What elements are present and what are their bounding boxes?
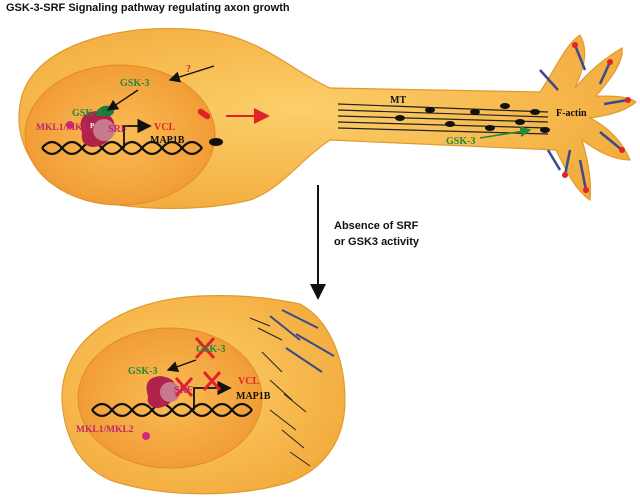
vcl-label: VCL <box>154 122 175 133</box>
gsk3-inactive-label: GSK-3 <box>196 344 225 355</box>
f-actin-filaments <box>269 309 335 373</box>
mt-label: MT <box>390 95 406 106</box>
srf-protein <box>160 382 180 402</box>
mkl-marker <box>142 432 150 440</box>
activation-arrow <box>168 65 215 83</box>
unknown-upstream-label: ? <box>186 64 191 75</box>
mkl-marker <box>66 121 74 129</box>
diagram-title: GSK-3-SRF Signaling pathway regulating a… <box>6 2 290 14</box>
vcl-product <box>197 108 211 120</box>
condition-caption-line2: or GSK3 activity <box>334 236 420 248</box>
dna-strand <box>91 402 253 418</box>
f-actin-fragments <box>249 317 311 467</box>
nucleus <box>24 64 216 206</box>
mkl-label: MKL1/MKL2 <box>76 425 134 435</box>
f-actin-filaments <box>539 44 629 191</box>
inhibition-x-gsk3 <box>194 336 216 360</box>
activation-arrow <box>166 359 197 372</box>
gsk3-cytoplasm-label: GSK-3 <box>120 78 149 89</box>
map1b-label: MAP1B <box>236 391 271 402</box>
gsk3-axon-label: GSK-3 <box>446 136 475 147</box>
srf-label: SRF <box>174 385 193 396</box>
vcl-label: VCL <box>238 376 259 387</box>
condition-caption-line1: Absence of SRF <box>334 220 419 232</box>
map1b-on-microtubules <box>395 103 550 133</box>
inhibition-x-srf <box>174 377 194 397</box>
promoter-arrow <box>123 118 152 148</box>
phospho-label: P <box>90 122 95 130</box>
mkl-label: MKL1/MKL2 <box>36 123 94 133</box>
srf-protein <box>93 119 115 141</box>
f-actin-label: F-actin <box>556 108 587 119</box>
neuron-without-axon: GSK-3 GSK-3 SRF VCL MAP1B MKL1/MKL2 <box>61 295 346 495</box>
gsk3-nucleus-label: GSK-3 <box>128 366 157 377</box>
srf-label: SRF <box>108 124 127 135</box>
gsk3-axon-arrow <box>479 126 532 139</box>
inhibition-x-transcription <box>202 371 222 391</box>
neuron-with-axon: GSK-3 ? GSK-3 MKL1/MKL2 P SRF VCL MAP1B … <box>18 27 637 209</box>
dna-strand <box>41 140 203 156</box>
activation-arrow <box>106 89 139 111</box>
map1b-label: MAP1B <box>150 135 185 146</box>
gsk3-nucleus-label: GSK-3 <box>72 108 101 119</box>
vcl-at-tips <box>562 42 631 193</box>
map1b-product <box>209 138 223 146</box>
